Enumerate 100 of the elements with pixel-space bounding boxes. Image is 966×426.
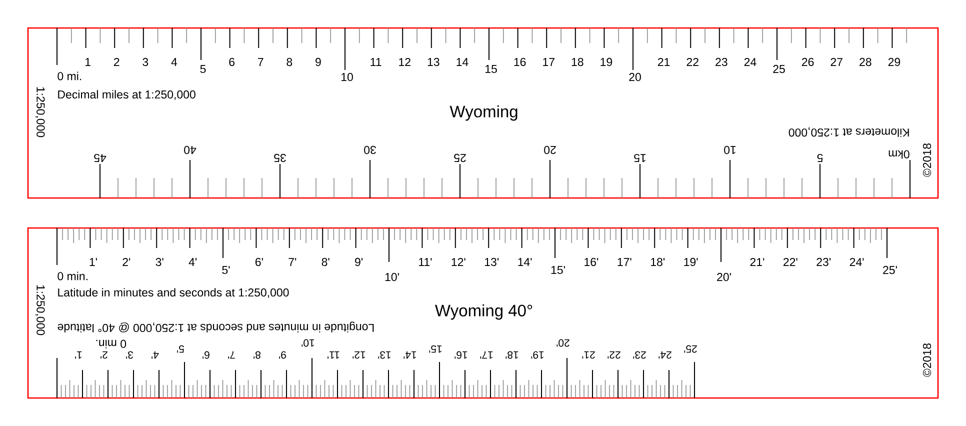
tick-label: 25' — [684, 345, 697, 353]
tick-label: 3 — [142, 58, 148, 66]
tick-label: 25' — [883, 266, 897, 274]
tick-label: 20 — [544, 146, 556, 154]
tick-label: 0km — [888, 150, 910, 159]
tick-label: 10' — [385, 272, 399, 282]
tick-label: 12' — [352, 351, 366, 359]
tick-label: 26 — [802, 58, 814, 66]
tick-label: 16' — [584, 258, 598, 266]
tick-label: 11' — [328, 351, 340, 359]
tick-label: 28 — [860, 58, 872, 66]
tick-label: 24' — [658, 351, 672, 359]
tick-label: 8 — [286, 58, 292, 66]
tick-label: 23 — [716, 58, 728, 66]
tick-label: 6' — [202, 351, 210, 359]
tick-label: 40 — [184, 146, 196, 154]
tick-label: 14' — [518, 258, 532, 266]
tick-label: 21 — [658, 58, 670, 66]
tick-label: 15' — [429, 345, 442, 353]
tick-label: 1 — [85, 58, 90, 66]
tick-label: 10 — [724, 146, 736, 154]
ruler-title: Wyoming 40° — [435, 304, 532, 320]
tick-label: 10' — [302, 339, 314, 347]
tick-label: 22' — [784, 258, 798, 266]
tick-label: 5 — [200, 65, 206, 73]
tick-label: 8' — [254, 351, 260, 359]
scale-caption: Kilometers at 1:250,000 — [788, 127, 909, 137]
scale-ratio: 1:250,000 — [35, 87, 45, 138]
scale-caption: Decimal miles at 1:250,000 — [58, 90, 196, 100]
tick-label: 19 — [600, 58, 612, 66]
tick-label: 11' — [419, 258, 432, 266]
scale-caption: Longitude in minutes and seconds at 1:250,000 @ 40° latitude — [58, 322, 374, 332]
tick-label: 5' — [177, 345, 184, 353]
tick-label: 5 — [817, 154, 823, 162]
tick-label: 18 — [572, 58, 584, 66]
tick-label: 1' — [90, 258, 97, 266]
tick-label: 23' — [633, 351, 646, 359]
tick-label: 13' — [485, 258, 499, 266]
tick-label: 7' — [288, 258, 296, 266]
tick-label: 9 — [316, 58, 321, 66]
tick-label: 17' — [618, 258, 632, 266]
tick-label: 4 — [171, 58, 178, 66]
tick-label: 35 — [274, 154, 286, 162]
tick-label: 16 — [514, 58, 526, 66]
tick-label: 17 — [543, 58, 554, 66]
tick-label: 10 — [342, 72, 353, 82]
tick-label: 24 — [744, 58, 756, 66]
tick-label: 6' — [256, 258, 263, 266]
tick-label: 30 — [364, 146, 376, 154]
tick-label: 2' — [122, 258, 130, 266]
tick-label: 17' — [480, 351, 493, 359]
tick-label: 4' — [152, 351, 159, 359]
tick-label: 18' — [506, 351, 518, 359]
tick-label: 15 — [486, 65, 497, 73]
tick-label: 12 — [399, 58, 410, 66]
tick-label: 11 — [370, 58, 382, 66]
tick-label: 22 — [686, 58, 698, 66]
tick-label: 3' — [126, 351, 134, 359]
tick-label: 0 min. — [58, 272, 88, 280]
tick-label: 7' — [228, 351, 235, 359]
tick-label: 4' — [188, 258, 197, 266]
tick-label: 5' — [222, 266, 230, 274]
tick-label: 13' — [378, 351, 391, 359]
tick-label: 13 — [428, 58, 440, 66]
tick-label: 2' — [100, 351, 108, 359]
tick-label: 9' — [279, 351, 286, 359]
tick-label: 19' — [531, 351, 544, 359]
tick-label: 14 — [456, 58, 468, 66]
scale-ratio: 1:250,000 — [35, 285, 45, 336]
tick-label: 1' — [75, 351, 82, 359]
tick-label: 16' — [454, 351, 468, 359]
ruler-title: Wyoming — [450, 105, 518, 121]
tick-label: 0 mi. — [58, 72, 82, 80]
tick-label: 24' — [850, 258, 864, 266]
copyright-text: ©2018 — [922, 143, 932, 177]
tick-label: 45 — [94, 154, 106, 162]
tick-label: 14' — [404, 351, 416, 359]
tick-label: 29 — [888, 58, 900, 66]
tick-label: 20 — [629, 72, 641, 82]
tick-label: 15' — [551, 266, 565, 274]
tick-label: 25 — [454, 154, 466, 162]
tick-label: 19' — [684, 258, 698, 266]
tick-label: 20' — [556, 339, 570, 347]
tick-label: 21' — [582, 351, 595, 359]
tick-label: 12' — [452, 258, 466, 266]
tick-label: 15 — [634, 154, 646, 162]
tick-label: 23' — [816, 258, 831, 266]
tick-label: 22' — [608, 351, 620, 359]
tick-label: 3' — [156, 258, 164, 266]
tick-label: 0 min. — [96, 340, 126, 348]
copyright-text: ©2018 — [922, 343, 932, 377]
tick-label: 27 — [830, 58, 842, 66]
tick-label: 25 — [773, 64, 785, 74]
tick-label: 20' — [717, 272, 731, 282]
tick-label: 6 — [229, 58, 234, 66]
tick-label: 21' — [750, 258, 764, 266]
tick-label: 2 — [114, 58, 120, 66]
tick-label: 18' — [651, 258, 665, 266]
tick-label: 9' — [355, 258, 363, 266]
scale-caption: Latitude in minutes and seconds at 1:250,000 — [58, 288, 289, 298]
